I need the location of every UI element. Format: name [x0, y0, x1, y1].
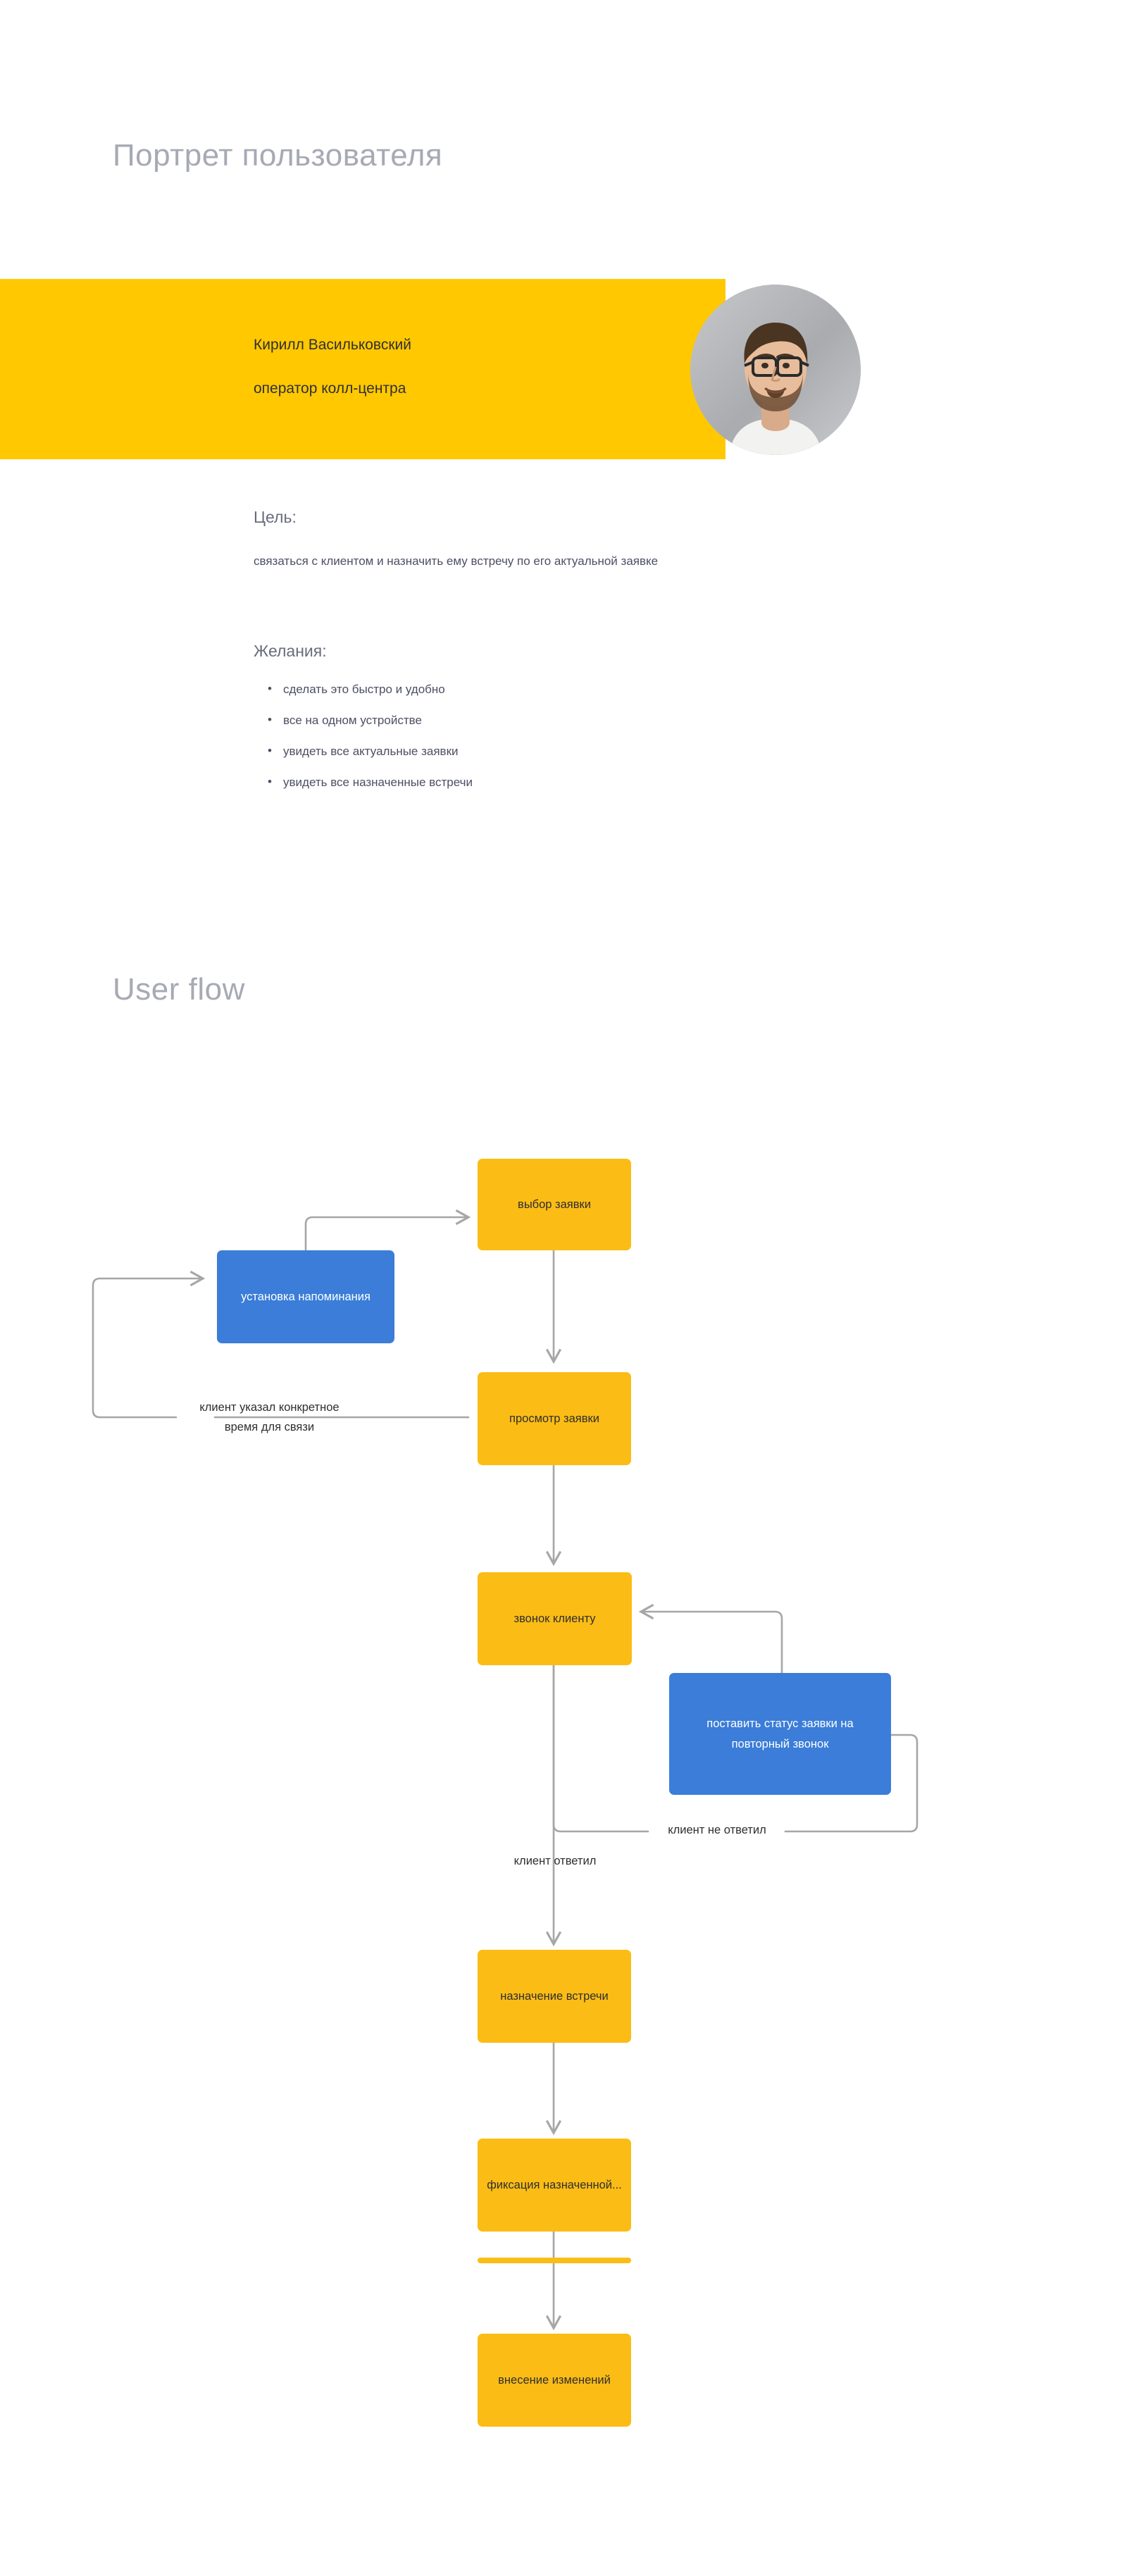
flow-node-view-request[interactable]: просмотр заявки — [478, 1372, 631, 1465]
wishes-list: сделать это быстро и удобно все на одном… — [266, 681, 689, 806]
user-flow-diagram: выбор заявки установка напоминания просм… — [0, 1099, 1127, 2451]
page-title-userflow: User flow — [113, 972, 245, 1007]
edge-call-down-stub — [552, 1664, 649, 1833]
list-item: увидеть все актуальные заявки — [266, 743, 689, 759]
persona-role: оператор колл-центра — [254, 380, 406, 397]
flow-node-record-meeting[interactable]: фиксация назначенной... — [478, 2139, 631, 2232]
goal-label: Цель: — [254, 508, 297, 526]
flow-node-select-request[interactable]: выбор заявки — [478, 1159, 631, 1250]
flow-node-set-recall[interactable]: поставить статус заявки на повторный зво… — [669, 1673, 891, 1795]
goal-text: связаться с клиентом и назначить ему вст… — [254, 554, 659, 568]
list-item: сделать это быстро и удобно — [266, 681, 689, 697]
avatar-photo — [690, 285, 861, 455]
flow-node-assign-meeting[interactable]: назначение встречи — [478, 1950, 631, 2043]
page-title-portrait: Портрет пользователя — [113, 138, 443, 173]
persona-banner — [0, 279, 726, 459]
list-item: все на одном устройстве — [266, 712, 689, 728]
edge-label-client-answered: клиент ответил — [513, 1855, 597, 1867]
edge-label-client-gave-time: клиент указал конкретное время для связи — [199, 1401, 340, 1433]
flow-edges — [92, 1209, 919, 2331]
edge-reminder-to-select — [304, 1209, 471, 1252]
flow-node-call-client[interactable]: звонок клиенту — [478, 1572, 632, 1665]
edge-recall-to-call — [638, 1603, 783, 1674]
edge-right-up-to-recall — [784, 1726, 919, 1833]
avatar — [690, 285, 861, 455]
flow-node-set-reminder[interactable]: установка напоминания — [217, 1250, 394, 1343]
flow-node-apply-changes[interactable]: внесение изменений — [478, 2334, 631, 2427]
edge-left-up-to-reminder — [92, 1270, 206, 1419]
wishes-label: Желания: — [254, 642, 327, 660]
edge-label-client-not-answered: клиент не ответил — [668, 1824, 766, 1836]
list-item: увидеть все назначенные встречи — [266, 774, 689, 790]
persona-name: Кирилл Васильковский — [254, 337, 411, 353]
